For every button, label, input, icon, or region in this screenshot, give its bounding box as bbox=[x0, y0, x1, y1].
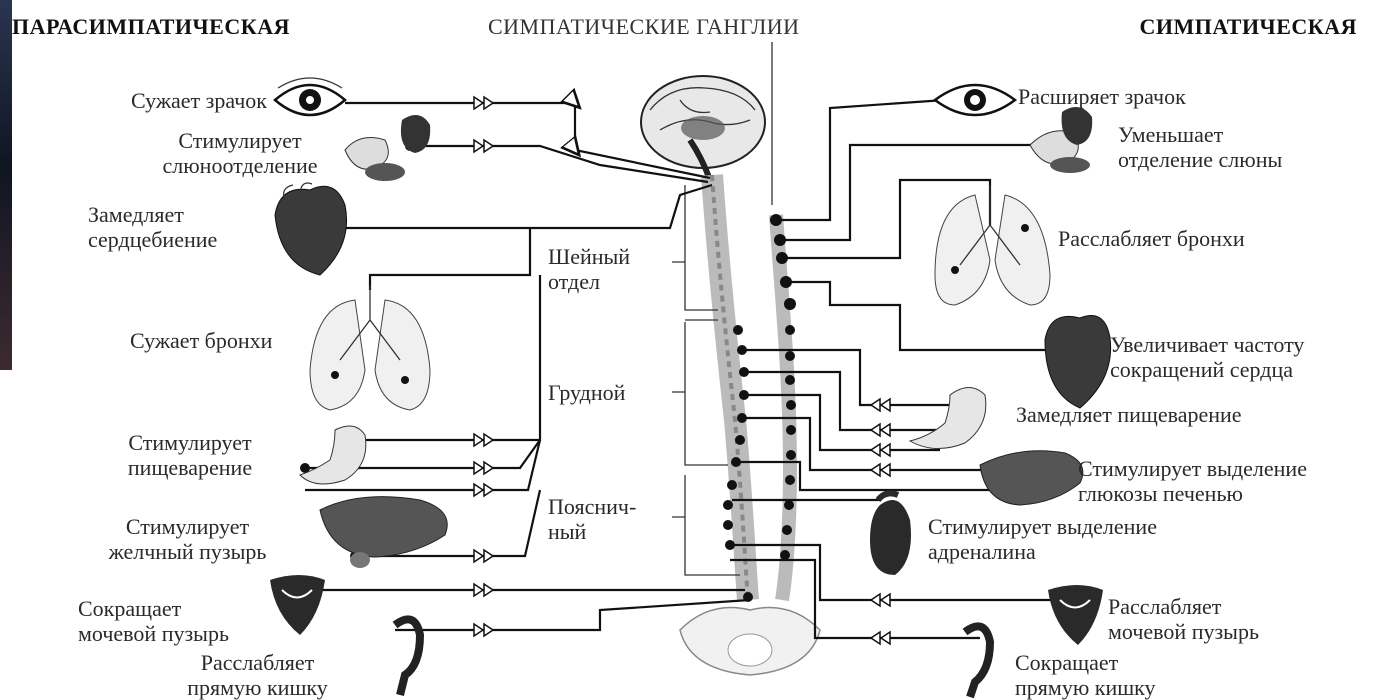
right-heart-icon bbox=[1045, 316, 1111, 409]
right-effect-heart: Увеличивает частоту сокращений сердца bbox=[1110, 332, 1304, 382]
left-bladder-icon bbox=[270, 575, 325, 635]
right-lungs-icon bbox=[935, 185, 1050, 305]
left-effect-saliva: Стимулирует слюноотделение bbox=[130, 128, 350, 178]
pelvis-icon bbox=[680, 608, 820, 676]
left-heart-icon bbox=[275, 183, 347, 275]
thoracic-section-label: Грудной bbox=[548, 380, 625, 405]
right-effect-saliva: Уменьшает отделение слюны bbox=[1118, 122, 1282, 172]
right-salivary-gland-icon bbox=[1030, 107, 1092, 173]
left-effect-digestion: Стимулирует пищеварение bbox=[90, 430, 290, 480]
right-eye-icon bbox=[935, 85, 1015, 115]
left-lungs-icon bbox=[310, 285, 430, 410]
left-effect-rectum: Расслабляет прямую кишку bbox=[150, 650, 365, 700]
right-effect-liver: Стимулирует выделение глюкозы печенью bbox=[1078, 456, 1307, 506]
left-liver-gallbladder-icon bbox=[320, 497, 447, 568]
left-effect-bladder: Сокращает мочевой пузырь bbox=[78, 596, 229, 646]
right-effect-bronchi: Расслабляет бронхи bbox=[1058, 226, 1245, 251]
left-eye-icon bbox=[275, 78, 345, 115]
cervical-section-label: Шейный отдел bbox=[548, 244, 630, 294]
right-adrenal-kidney-icon bbox=[870, 493, 911, 575]
spinal-cord-icon bbox=[712, 175, 748, 600]
right-effect-pupil: Расширяет зрачок bbox=[1018, 84, 1186, 109]
right-effect-bladder: Расслабляет мочевой пузырь bbox=[1108, 594, 1259, 644]
left-effect-gallbladder: Стимулирует желчный пузырь bbox=[70, 514, 305, 564]
left-arrowheads bbox=[474, 97, 493, 636]
right-effect-digestion: Замедляет пищеварение bbox=[1016, 402, 1242, 427]
right-liver-icon bbox=[980, 451, 1083, 505]
left-effect-pupil: Сужает зрачок bbox=[131, 88, 267, 113]
right-bladder-icon bbox=[1048, 585, 1103, 645]
left-effect-heart: Замедляет сердцебиение bbox=[88, 202, 217, 252]
left-effect-bronchi: Сужает бронхи bbox=[130, 328, 272, 353]
right-effect-rectum: Сокращает прямую кишку bbox=[1015, 650, 1156, 700]
right-effect-adrenaline: Стимулирует выделение адреналина bbox=[928, 514, 1157, 564]
lumbar-section-label: Пояснич- ный bbox=[548, 494, 636, 544]
left-salivary-gland-icon bbox=[345, 115, 430, 181]
brain-icon bbox=[641, 76, 765, 180]
right-stomach-icon bbox=[910, 388, 986, 449]
left-stomach-icon bbox=[300, 426, 366, 484]
